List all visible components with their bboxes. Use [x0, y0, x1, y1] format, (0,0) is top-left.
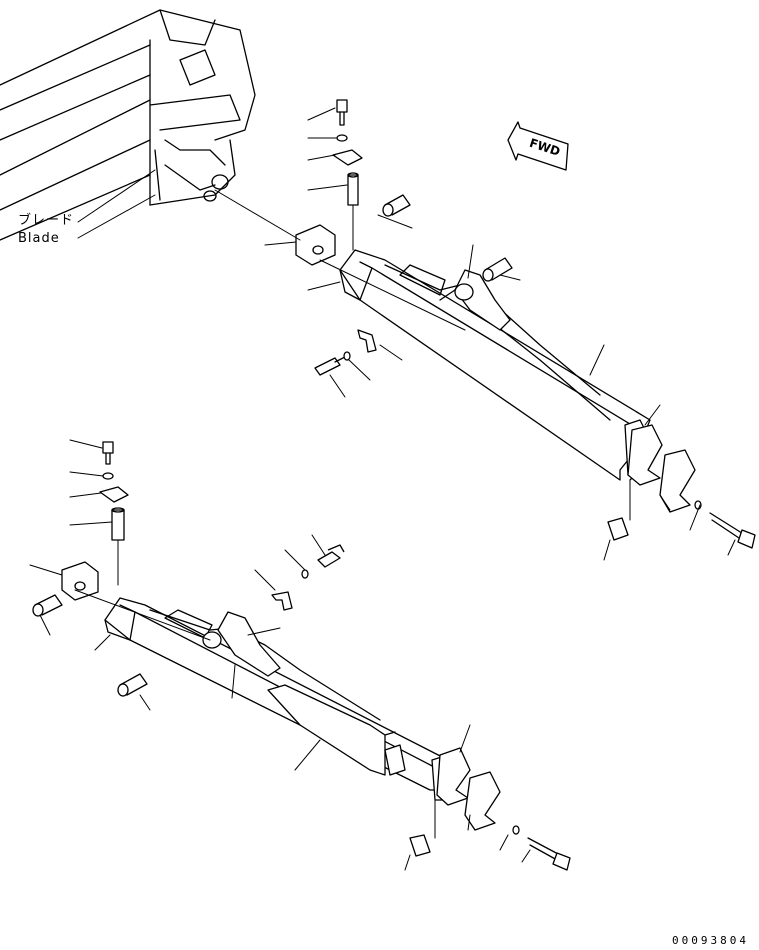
upper-arm-assembly [214, 99, 756, 561]
blade-assembly [0, 9, 256, 241]
lower-arm-assembly [29, 439, 571, 871]
blade-leader-line [77, 194, 156, 239]
blade-label-english: Blade [18, 231, 60, 246]
blade-label-japanese: ブレード [18, 212, 74, 228]
drawing-number: 00093804 [672, 934, 749, 947]
forward-direction-arrow: FWD [507, 121, 569, 171]
blade-leader-line [77, 169, 156, 223]
